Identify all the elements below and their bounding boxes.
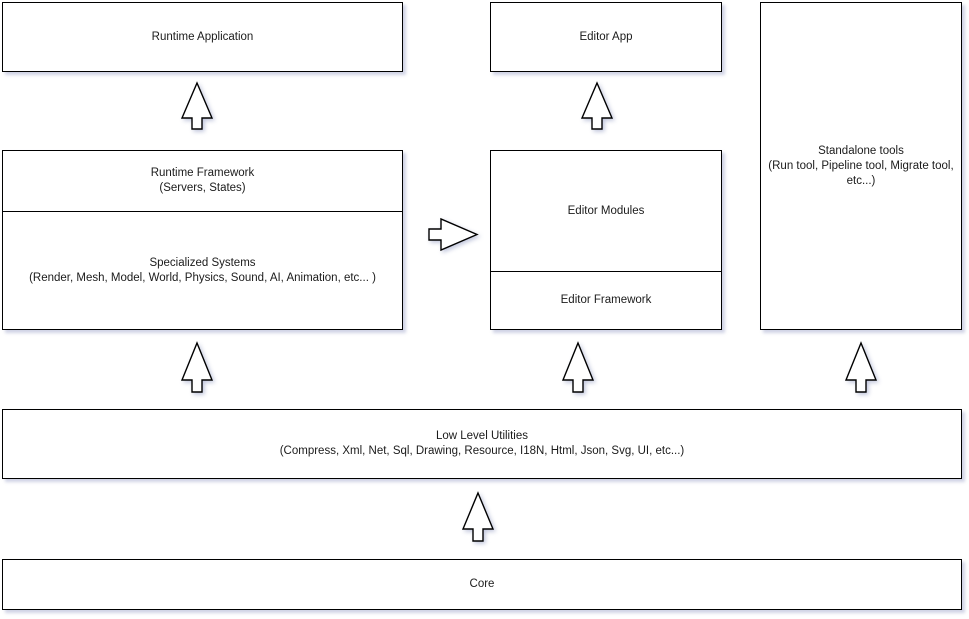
node-runtime-framework-label: Runtime Framework (Servers, States) — [150, 167, 255, 194]
arrow-up-icon-utilities-to-standalone-tools — [844, 341, 878, 393]
arrow-up-icon-utilities-to-editor-stack — [561, 341, 595, 393]
stack-editor-layers: Editor Modules Editor Framework — [490, 150, 722, 330]
node-standalone-tools-label: Standalone tools (Run tool, Pipeline too… — [768, 144, 954, 187]
node-editor-modules[interactable]: Editor Modules — [491, 151, 721, 271]
arrow-right-icon-runtime-stack-to-editor-stack — [428, 217, 479, 252]
node-low-level-utilities-label: Low Level Utilities (Compress, Xml, Net,… — [279, 430, 685, 457]
node-editor-app[interactable]: Editor App — [490, 2, 722, 72]
node-specialized-systems-label: Specialized Systems (Render, Mesh, Model… — [29, 256, 376, 284]
arrow-up-icon-runtime-framework-to-runtime-application — [180, 81, 214, 130]
node-specialized-systems[interactable]: Specialized Systems (Render, Mesh, Model… — [3, 211, 402, 329]
arrow-up-icon-editor-modules-to-editor-app — [580, 81, 614, 130]
node-low-level-utilities[interactable]: Low Level Utilities (Compress, Xml, Net,… — [2, 409, 962, 479]
node-editor-framework[interactable]: Editor Framework — [491, 271, 721, 329]
node-editor-modules-label: Editor Modules — [567, 204, 645, 217]
node-core-label: Core — [469, 578, 495, 590]
node-editor-framework-label: Editor Framework — [560, 294, 652, 306]
node-runtime-framework[interactable]: Runtime Framework (Servers, States) — [3, 151, 402, 211]
arrow-up-icon-core-to-utilities — [461, 491, 495, 542]
node-core[interactable]: Core — [2, 559, 962, 610]
node-runtime-application-label: Runtime Application — [151, 30, 254, 43]
arrow-up-icon-utilities-to-runtime-stack — [180, 341, 214, 393]
node-runtime-application[interactable]: Runtime Application — [2, 2, 403, 72]
node-editor-app-label: Editor App — [579, 30, 633, 43]
stack-runtime-layers: Runtime Framework (Servers, States) Spec… — [2, 150, 403, 330]
node-standalone-tools[interactable]: Standalone tools (Run tool, Pipeline too… — [760, 2, 962, 330]
